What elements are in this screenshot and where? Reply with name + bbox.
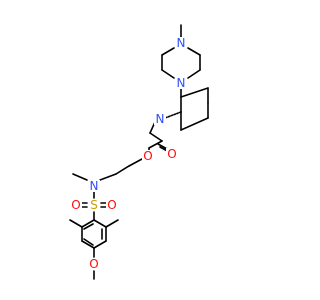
atom-o-methoxy: O — [89, 257, 98, 271]
label-bg — [70, 199, 82, 211]
bond-cyclohexyl-namide — [164, 111, 182, 119]
atom-sulfur: S — [90, 198, 98, 212]
bond-aryl-methyl-left — [69, 219, 83, 228]
bond-benzene — [93, 240, 107, 249]
bond-ch2-ch2 — [115, 165, 130, 175]
bonds — [69, 24, 209, 280]
atom-o-carbonyl: O — [167, 147, 176, 161]
label-bg — [175, 37, 187, 49]
bond-piperazine — [161, 69, 175, 79]
bond-benzene — [81, 219, 95, 228]
bond-benzene-inner — [83, 238, 94, 246]
bond-ch2-nsulf — [99, 173, 117, 181]
bond-aryl-methyl-right — [105, 219, 119, 228]
label-bg — [175, 77, 187, 89]
bond-piperazine — [187, 69, 201, 79]
atom-n-piperazine-bottom: N — [177, 76, 186, 90]
label-bg — [88, 199, 100, 211]
molecule-structure: N N N O O N S O O O — [69, 24, 209, 280]
label-bg — [88, 180, 100, 192]
bond-carbonyl-ch2 — [148, 140, 163, 149]
bond-benzene-inner — [83, 223, 94, 230]
bond-piperazine — [187, 47, 201, 56]
bond-cyclohexane — [180, 117, 209, 131]
label-bg — [88, 258, 100, 270]
label-bg — [142, 150, 154, 162]
bond-namide-carbonyl — [149, 132, 163, 142]
bond-nsulf-methyl — [72, 173, 88, 181]
atom-o-ether: O — [143, 149, 152, 163]
bond-piperazine — [161, 47, 175, 56]
atom-n-sulfonamide: N — [90, 179, 99, 193]
bond-oether-ch2 — [128, 158, 143, 167]
atom-o-sulfonyl-right: O — [107, 198, 116, 212]
bond-benzene — [81, 240, 95, 249]
label-bg — [154, 113, 166, 125]
atom-o-sulfonyl-left: O — [71, 198, 80, 212]
atom-labels: N N N O O N S O O O — [70, 36, 187, 271]
bond-cyclohexane — [180, 87, 209, 98]
molecule-diagram: N N N O O N S O O O — [69, 24, 209, 280]
atom-n-piperazine-top: N — [177, 36, 186, 50]
bond-benzene — [93, 219, 107, 228]
label-bg — [166, 148, 178, 160]
label-bg — [106, 199, 118, 211]
atom-n-amide: N — [156, 112, 165, 126]
